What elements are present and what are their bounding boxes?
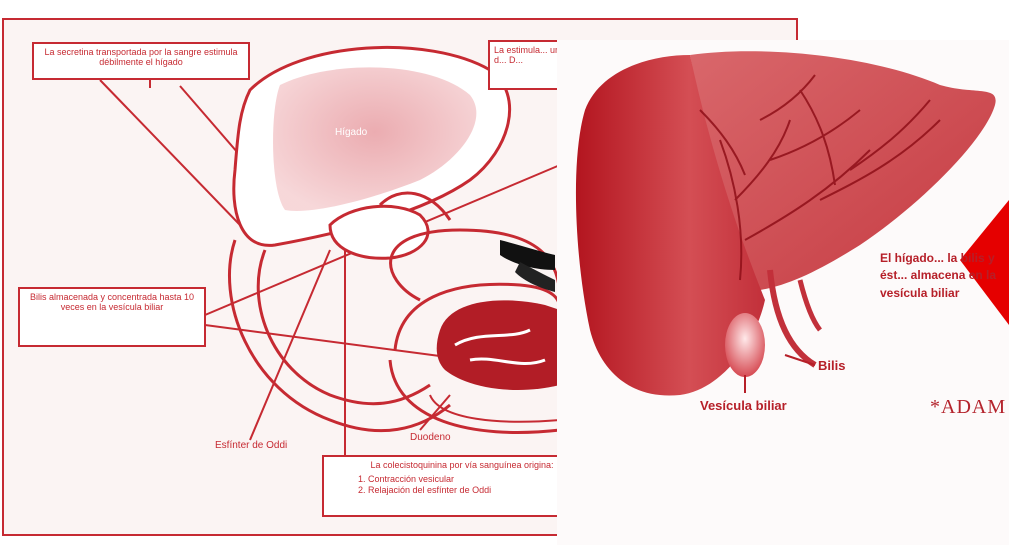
bilis-illustration-label: Bilis — [818, 358, 845, 373]
liver-caption: El hígado... la bilis y ést... almacena … — [880, 250, 1008, 302]
adam-logo: *ADAM — [930, 396, 1006, 419]
vesicula-illustration-label: Vesícula biliar — [700, 398, 787, 413]
gallbladder-shape — [725, 313, 765, 377]
